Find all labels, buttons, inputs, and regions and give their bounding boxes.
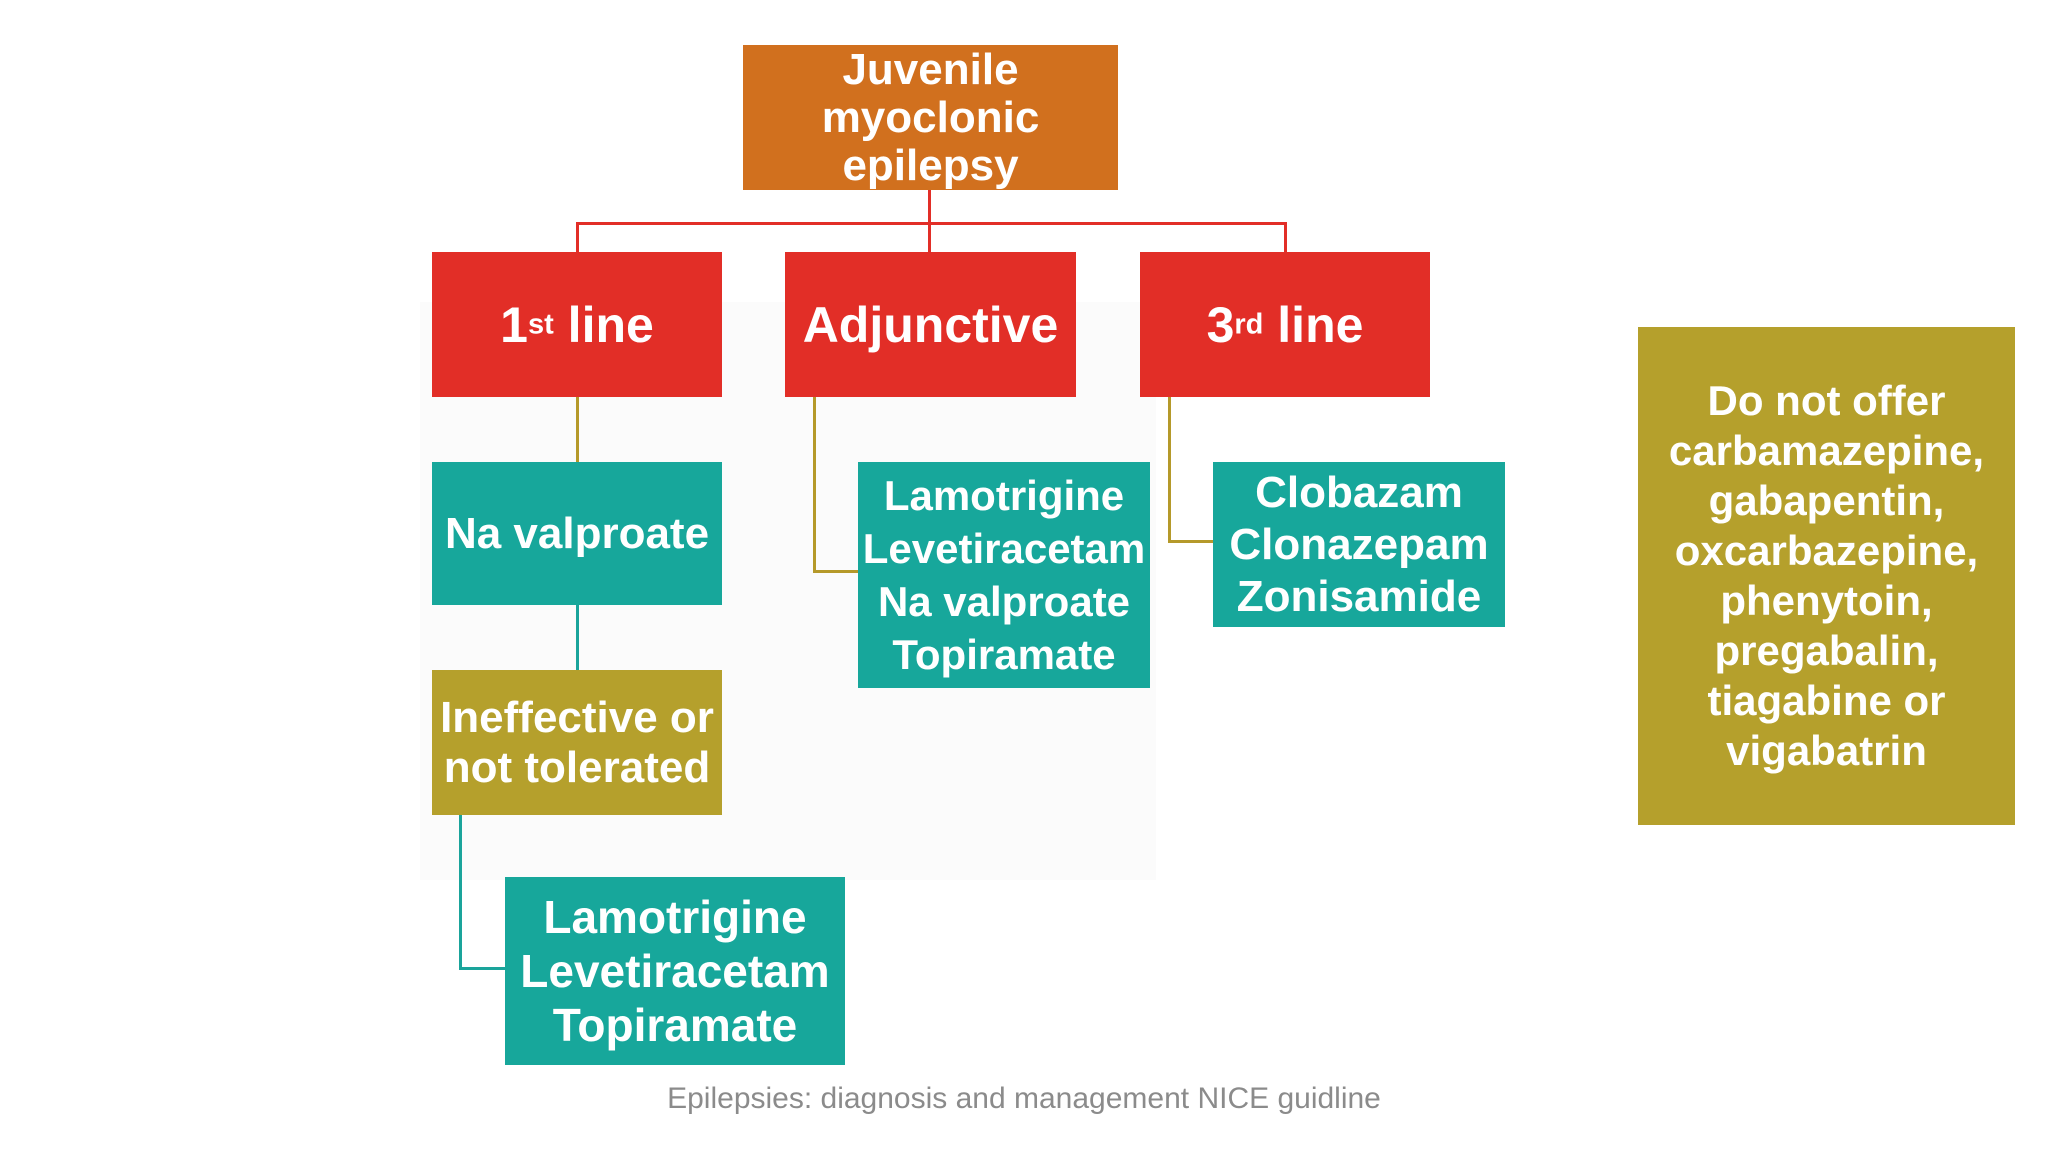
connector-horizontal-rail xyxy=(576,222,1287,225)
connector-valproate-to-ineffective xyxy=(576,605,579,670)
ineffective-label: Ineffective or not tolerated xyxy=(440,692,714,792)
third-line-drugs-label: Clobazam Clonazepam Zonisamide xyxy=(1229,467,1489,621)
first-line-superscript: st xyxy=(527,307,554,340)
adjunctive-drugs-label: Lamotrigine Levetiracetam Na valproate T… xyxy=(862,472,1146,678)
node-ineffective-or-not-tolerated: Ineffective or not tolerated xyxy=(432,670,722,815)
connector-third-elbow-horizontal xyxy=(1168,540,1215,543)
connector-ineffective-elbow-vertical xyxy=(459,815,462,970)
node-na-valproate: Na valproate xyxy=(432,462,722,605)
connector-drop-third-line xyxy=(1284,222,1287,254)
third-line-superscript: rd xyxy=(1234,307,1264,340)
first-line-label: 1st line xyxy=(500,296,654,353)
connector-third-elbow-vertical xyxy=(1168,397,1171,543)
node-do-not-offer: Do not offer carbamazepine, gabapentin, … xyxy=(1638,327,2015,825)
connector-drop-first-line xyxy=(576,222,579,254)
connector-adjunctive-elbow-vertical xyxy=(813,397,816,573)
do-not-offer-label: Do not offer carbamazepine, gabapentin, … xyxy=(1668,377,1985,774)
root-label: Juvenile myoclonic epilepsy xyxy=(821,44,1040,190)
connector-first-to-valproate xyxy=(576,397,579,462)
third-line-label: 3rd line xyxy=(1206,296,1364,353)
node-third-line-drugs: Clobazam Clonazepam Zonisamide xyxy=(1213,462,1505,627)
node-adjunctive: Adjunctive xyxy=(785,252,1076,397)
node-third-line: 3rd line xyxy=(1140,252,1430,397)
node-adjunctive-drugs: Lamotrigine Levetiracetam Na valproate T… xyxy=(858,462,1150,688)
connector-drop-adjunctive xyxy=(928,222,931,254)
connector-adjunctive-elbow-horizontal xyxy=(813,570,860,573)
node-juvenile-myoclonic-epilepsy: Juvenile myoclonic epilepsy xyxy=(743,45,1118,190)
footer-caption: Epilepsies: diagnosis and management NIC… xyxy=(667,1082,1381,1115)
connector-ineffective-elbow-horizontal xyxy=(459,967,507,970)
connector-root-stem xyxy=(928,190,931,225)
node-first-line: 1st line xyxy=(432,252,722,397)
node-first-line-alternatives: Lamotrigine Levetiracetam Topiramate xyxy=(505,877,845,1065)
adjunctive-label: Adjunctive xyxy=(802,296,1059,353)
first-line-alternatives-label: Lamotrigine Levetiracetam Topiramate xyxy=(520,891,830,1051)
na-valproate-label: Na valproate xyxy=(444,508,710,558)
